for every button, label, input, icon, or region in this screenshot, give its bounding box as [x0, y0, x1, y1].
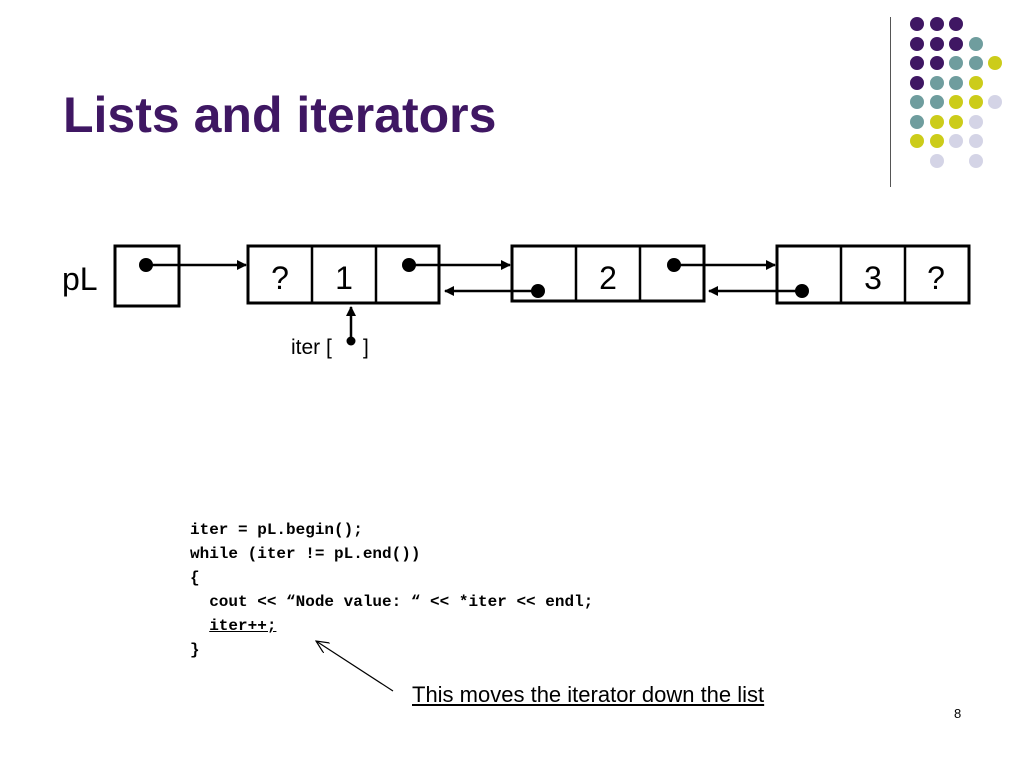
decorative-dot — [910, 36, 924, 51]
node-1-prev: ? — [271, 260, 289, 296]
list-node-2: 2 — [510, 244, 706, 303]
node-3-value: 3 — [864, 260, 882, 296]
list-node-3: 3 ? — [775, 244, 971, 305]
node-1-value: 1 — [335, 260, 353, 296]
decorative-dot — [910, 75, 924, 90]
node-1-box — [246, 244, 441, 305]
iterator: iter [ ] — [291, 306, 369, 359]
decorative-dot — [949, 114, 963, 129]
decorative-dot — [929, 75, 944, 90]
decorative-dot — [968, 134, 983, 148]
decorative-dot — [949, 95, 963, 109]
annotation-text: This moves the iterator down the list — [412, 682, 765, 707]
code-block: iter = pL.begin(); while (iter != pL.end… — [190, 518, 593, 662]
node-3-box — [775, 244, 971, 305]
decorative-dot — [968, 36, 983, 51]
code-line: { — [190, 569, 200, 587]
head-pointer-box — [113, 244, 181, 308]
decorative-dot — [910, 17, 924, 31]
decorative-dot — [910, 56, 924, 70]
decorative-dot — [949, 17, 963, 31]
annotation-arrow — [316, 641, 394, 692]
head-label: pL — [62, 261, 98, 297]
code-line: iter = pL.begin(); — [190, 521, 363, 539]
page-number: 8 — [954, 706, 962, 721]
code-line: } — [190, 641, 200, 659]
header-divider — [890, 17, 891, 187]
iterator-label: iter [ — [291, 336, 332, 359]
iterator-label-close: ] — [363, 336, 369, 359]
decorative-dot — [929, 134, 944, 148]
decorative-dot — [929, 56, 944, 70]
decorative-dot — [929, 114, 944, 129]
decorative-dot — [929, 17, 944, 31]
decorative-dot-grid — [900, 8, 1020, 168]
decorative-dot — [988, 95, 1002, 109]
decorative-dot — [949, 56, 963, 70]
node-2-box — [510, 244, 706, 303]
decorative-dot — [949, 36, 963, 51]
node-2-value: 2 — [599, 260, 617, 296]
decorative-dot — [968, 75, 983, 90]
code-line: while (iter != pL.end()) — [190, 545, 421, 563]
decorative-dot — [968, 95, 983, 109]
list-node-1: ? 1 — [246, 244, 441, 305]
code-line: cout << “Node value: “ << *iter << endl; — [190, 593, 594, 611]
decorative-dot — [949, 75, 963, 90]
decorative-dot — [929, 153, 944, 168]
decorative-dot — [968, 114, 983, 129]
decorative-dot — [910, 134, 924, 148]
decorative-dot — [910, 95, 924, 109]
node-3-next: ? — [927, 260, 945, 296]
code-line-highlighted: iter++; — [209, 617, 277, 635]
decorative-dot — [910, 114, 924, 129]
decorative-dot — [949, 134, 963, 148]
slide-title: Lists and iterators — [63, 87, 497, 143]
decorative-dot — [929, 95, 944, 109]
decorative-dot — [988, 56, 1002, 70]
decorative-dot — [968, 56, 983, 70]
decorative-dot — [968, 153, 983, 168]
decorative-dot — [929, 36, 944, 51]
